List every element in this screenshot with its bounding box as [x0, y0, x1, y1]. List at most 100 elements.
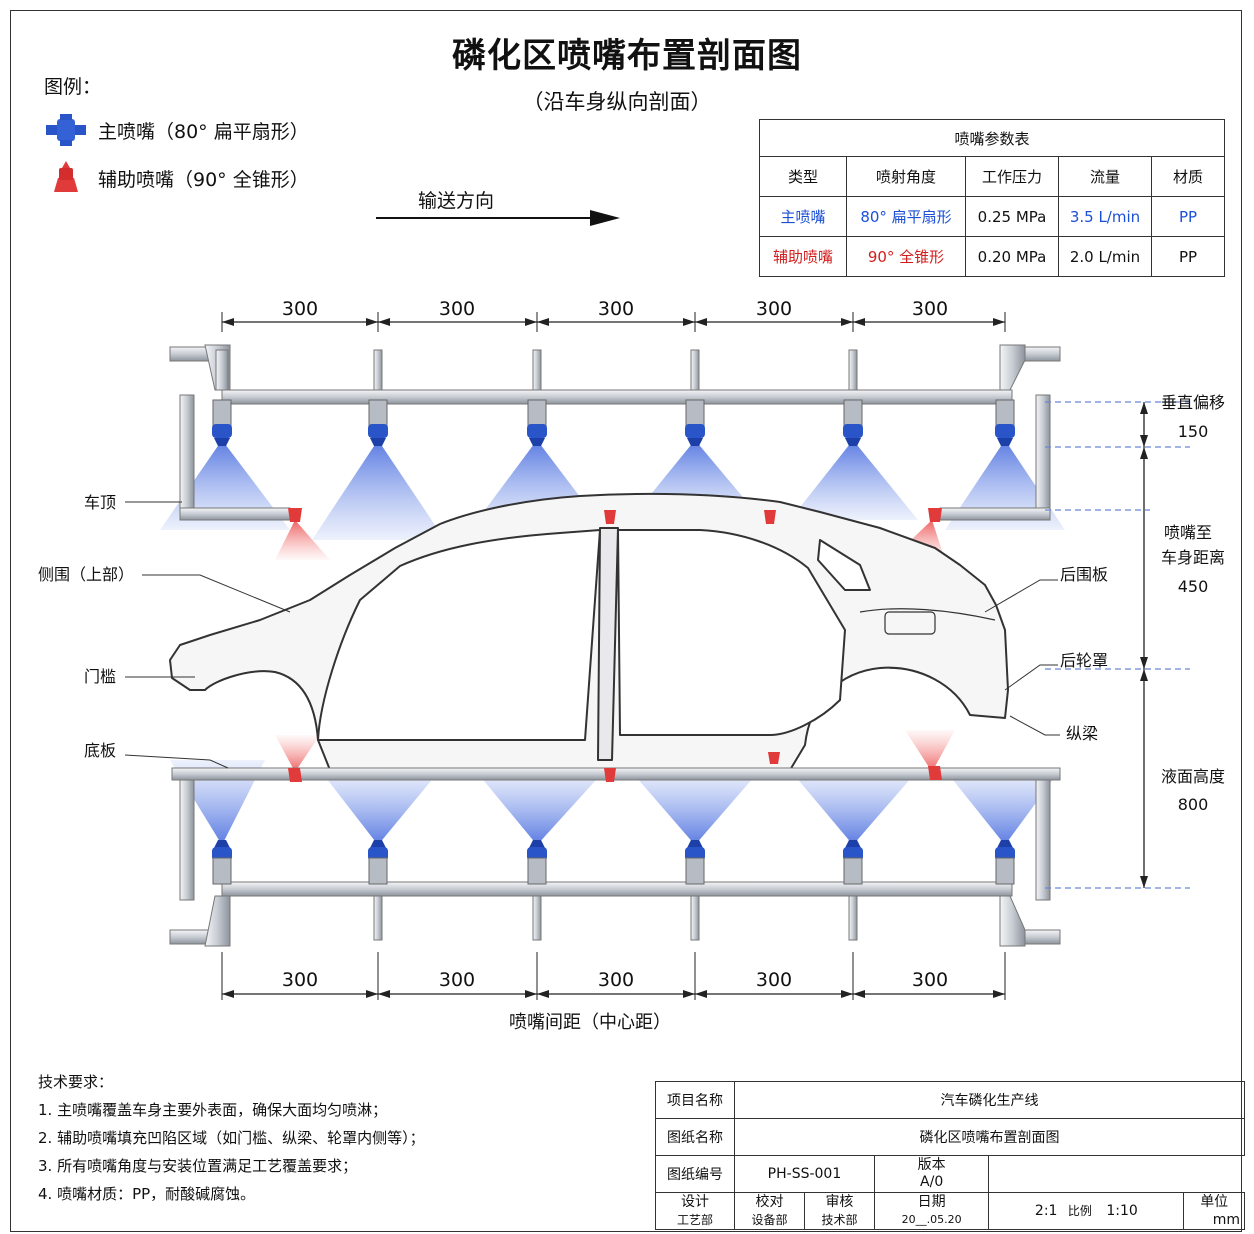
- nozzle-param-table: 喷嘴参数表 类型 喷射角度 工作压力 流量 材质 主喷嘴 80° 扁平扇形 0.…: [759, 119, 1225, 277]
- top-spacing-label: 300: [756, 298, 792, 320]
- tb-drawing-no-value: PH-SS-001: [734, 1155, 875, 1193]
- legend-title: 图例：: [44, 76, 102, 98]
- main-nozzle-icon: [368, 840, 388, 941]
- top-aux-nozzles: [288, 508, 942, 524]
- nozzle-to-body-value: 450: [1178, 577, 1209, 596]
- page-subtitle: （沿车身纵向剖面）: [522, 90, 712, 114]
- aux-nozzle-icon: [288, 768, 302, 782]
- vertical-dimensions: [1045, 401, 1190, 889]
- top-dimension-line: [221, 312, 1006, 332]
- tb-check-label: 校对: [755, 1194, 784, 1210]
- bottom-spacing-label: 300: [598, 969, 634, 991]
- tb-version-label: 版本: [917, 1157, 946, 1173]
- main-nozzle-icon: [368, 349, 388, 446]
- tb-review-label: 审核: [825, 1194, 854, 1210]
- aux-nozzle-icon: [54, 161, 78, 192]
- aux-nozzle-icon: [768, 752, 780, 764]
- vertical-offset-value: 150: [1178, 422, 1209, 441]
- vertical-dimension-labels: 垂直偏移 150 喷嘴至 车身距离 450 液面高度 800: [1161, 393, 1225, 814]
- param-header: 工作压力: [965, 156, 1059, 197]
- param-table-header: 类型 喷射角度 工作压力 流量 材质: [759, 156, 1225, 197]
- main-nozzle-icon: [843, 840, 863, 941]
- bottom-spacing-label: 300: [912, 969, 948, 991]
- top-spacing-label: 300: [598, 298, 634, 320]
- param-header: 喷射角度: [846, 156, 966, 197]
- top-main-nozzles: [212, 349, 1015, 446]
- main-nozzle-icon: [995, 840, 1015, 885]
- main-nozzle-icon: [685, 840, 705, 941]
- tb-scale-label: 比例: [1067, 1204, 1092, 1218]
- table-row: 辅助喷嘴 90° 全锥形 0.20 MPa 2.0 L/min PP: [759, 236, 1225, 277]
- drawing-frame: [10, 10, 1242, 1232]
- param-cell: PP: [1151, 236, 1225, 277]
- main-nozzle-icon: [527, 840, 547, 941]
- main-nozzle-icon: [212, 840, 232, 885]
- aux-nozzle-icon: [928, 508, 942, 522]
- bottom-dimension-line: [221, 952, 1006, 1000]
- legend-main-label: 主喷嘴（80° 扁平扇形）: [98, 120, 309, 143]
- left-leader-lines: [124, 501, 291, 769]
- right-part-labels: 后围板 后轮罩 纵梁: [1060, 565, 1108, 743]
- label-roof: 车顶: [84, 493, 116, 512]
- legend-aux-label: 辅助喷嘴（90° 全锥形）: [98, 168, 309, 191]
- tb-project-label: 项目名称: [655, 1081, 735, 1119]
- param-table-caption: 喷嘴参数表: [759, 119, 1225, 157]
- vertical-offset-label: 垂直偏移: [1161, 393, 1225, 412]
- tb-design-dept: 工艺部: [676, 1213, 713, 1227]
- tb-design: 设计 工艺部: [655, 1192, 735, 1230]
- liquid-height-label: 液面高度: [1161, 767, 1225, 786]
- param-cell: 辅助喷嘴: [759, 236, 847, 277]
- right-leader-lines: [984, 579, 1060, 736]
- tb-date-label: 日期: [917, 1194, 946, 1210]
- main-nozzle-icon: [212, 349, 232, 446]
- tb-project-value: 汽车磷化生产线: [734, 1081, 1245, 1119]
- tb-drawing-name-label: 图纸名称: [655, 1118, 735, 1156]
- car-body: [169, 493, 1009, 771]
- bottom-spacing-label: 300: [439, 969, 475, 991]
- param-cell: 0.20 MPa: [965, 236, 1059, 277]
- main-nozzle-icon: [843, 349, 863, 446]
- page-title: 磷化区喷嘴布置剖面图: [452, 36, 802, 76]
- bottom-spacing-label: 300: [756, 969, 792, 991]
- param-cell: 80° 扁平扇形: [846, 196, 966, 237]
- flow-arrow-icon: [376, 210, 620, 226]
- tech-requirement-item: 2. 辅助喷嘴填充凹陷区域（如门槛、纵梁、轮罩内侧等）；: [38, 1129, 425, 1147]
- top-spacing-label: 300: [439, 298, 475, 320]
- legend-aux-nozzle: 辅助喷嘴（90° 全锥形）: [44, 160, 309, 196]
- param-cell: 90° 全锥形: [846, 236, 966, 277]
- tb-date-value: 20__.05.20: [901, 1213, 962, 1226]
- tech-requirements-title: 技术要求：: [38, 1073, 114, 1091]
- label-floor: 底板: [84, 741, 116, 760]
- legend-main-nozzle: 主喷嘴（80° 扁平扇形）: [44, 112, 309, 148]
- main-nozzle-icon: [46, 114, 86, 146]
- tb-design-label: 设计: [681, 1194, 709, 1210]
- label-side-upper: 侧围（上部）: [38, 565, 134, 584]
- main-nozzle-icon: [995, 399, 1015, 446]
- tb-date: 日期 20__.05.20: [873, 1192, 990, 1230]
- tb-unit: 单位 mm: [1183, 1192, 1245, 1230]
- spacing-caption: 喷嘴间距（中心距）: [509, 1012, 671, 1033]
- aux-nozzle-icon: [604, 510, 616, 524]
- tb-review: 审核 技术部: [803, 1192, 875, 1230]
- tb-version: 版本 A/0: [873, 1155, 990, 1193]
- aux-nozzle-icon: [604, 768, 616, 782]
- tech-requirements: 技术要求： 1. 主喷嘴覆盖车身主要外表面，确保大面均匀喷淋； 2. 辅助喷嘴填…: [38, 1068, 425, 1208]
- label-rear-panel: 后围板: [1060, 565, 1108, 584]
- aux-nozzle-icon: [928, 766, 942, 780]
- tb-unit-label: 单位: [1200, 1194, 1229, 1210]
- tech-requirement-item: 3. 所有喷嘴角度与安装位置满足工艺覆盖要求；: [38, 1157, 358, 1175]
- liquid-height-value: 800: [1178, 795, 1209, 814]
- bottom-aux-nozzles: [288, 752, 942, 782]
- label-sill: 门槛: [84, 667, 116, 686]
- tb-scale-value: 1:10: [1106, 1203, 1138, 1219]
- top-spacing-label: 300: [282, 298, 318, 320]
- tech-requirement-item: 4. 喷嘴材质：PP，耐酸碱腐蚀。: [38, 1185, 256, 1203]
- top-spacing-label: 300: [912, 298, 948, 320]
- param-cell: 2.0 L/min: [1058, 236, 1152, 277]
- tb-scale: 2:1 比例 1:10: [988, 1192, 1185, 1230]
- tb-drawing-name-value: 磷化区喷嘴布置剖面图: [734, 1118, 1245, 1156]
- tb-check-dept: 设备部: [751, 1213, 788, 1227]
- tb-check: 校对 设备部: [734, 1192, 805, 1230]
- tb-drawing-no-label: 图纸编号: [655, 1155, 735, 1193]
